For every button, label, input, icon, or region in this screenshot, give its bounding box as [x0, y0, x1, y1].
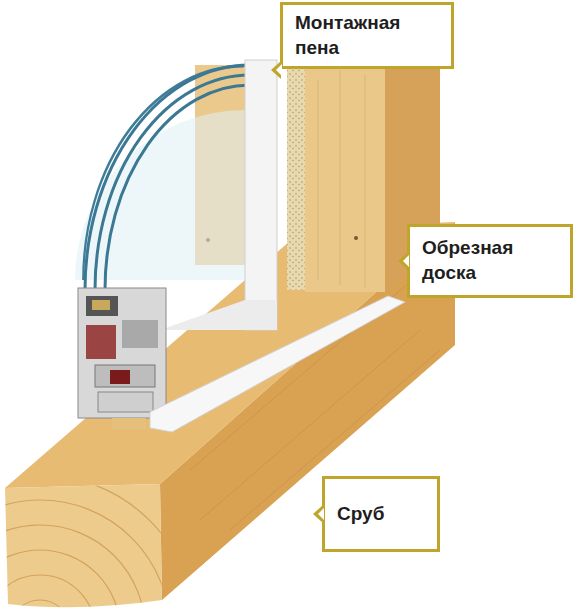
mounting-foam [287, 55, 305, 290]
callout-box: Монтажная пена [280, 2, 454, 69]
callout-box: Обрезная доска [407, 224, 573, 298]
callout-label: Обрезная доска [422, 236, 558, 285]
window-frame [160, 60, 277, 330]
callout-box: Сруб [322, 476, 440, 552]
window-sill [150, 296, 405, 432]
pvc-profile [78, 288, 166, 430]
callout-label: Сруб [337, 502, 384, 527]
triple-glazing [75, 65, 250, 290]
callout-label: Монтажная пена [295, 11, 439, 60]
